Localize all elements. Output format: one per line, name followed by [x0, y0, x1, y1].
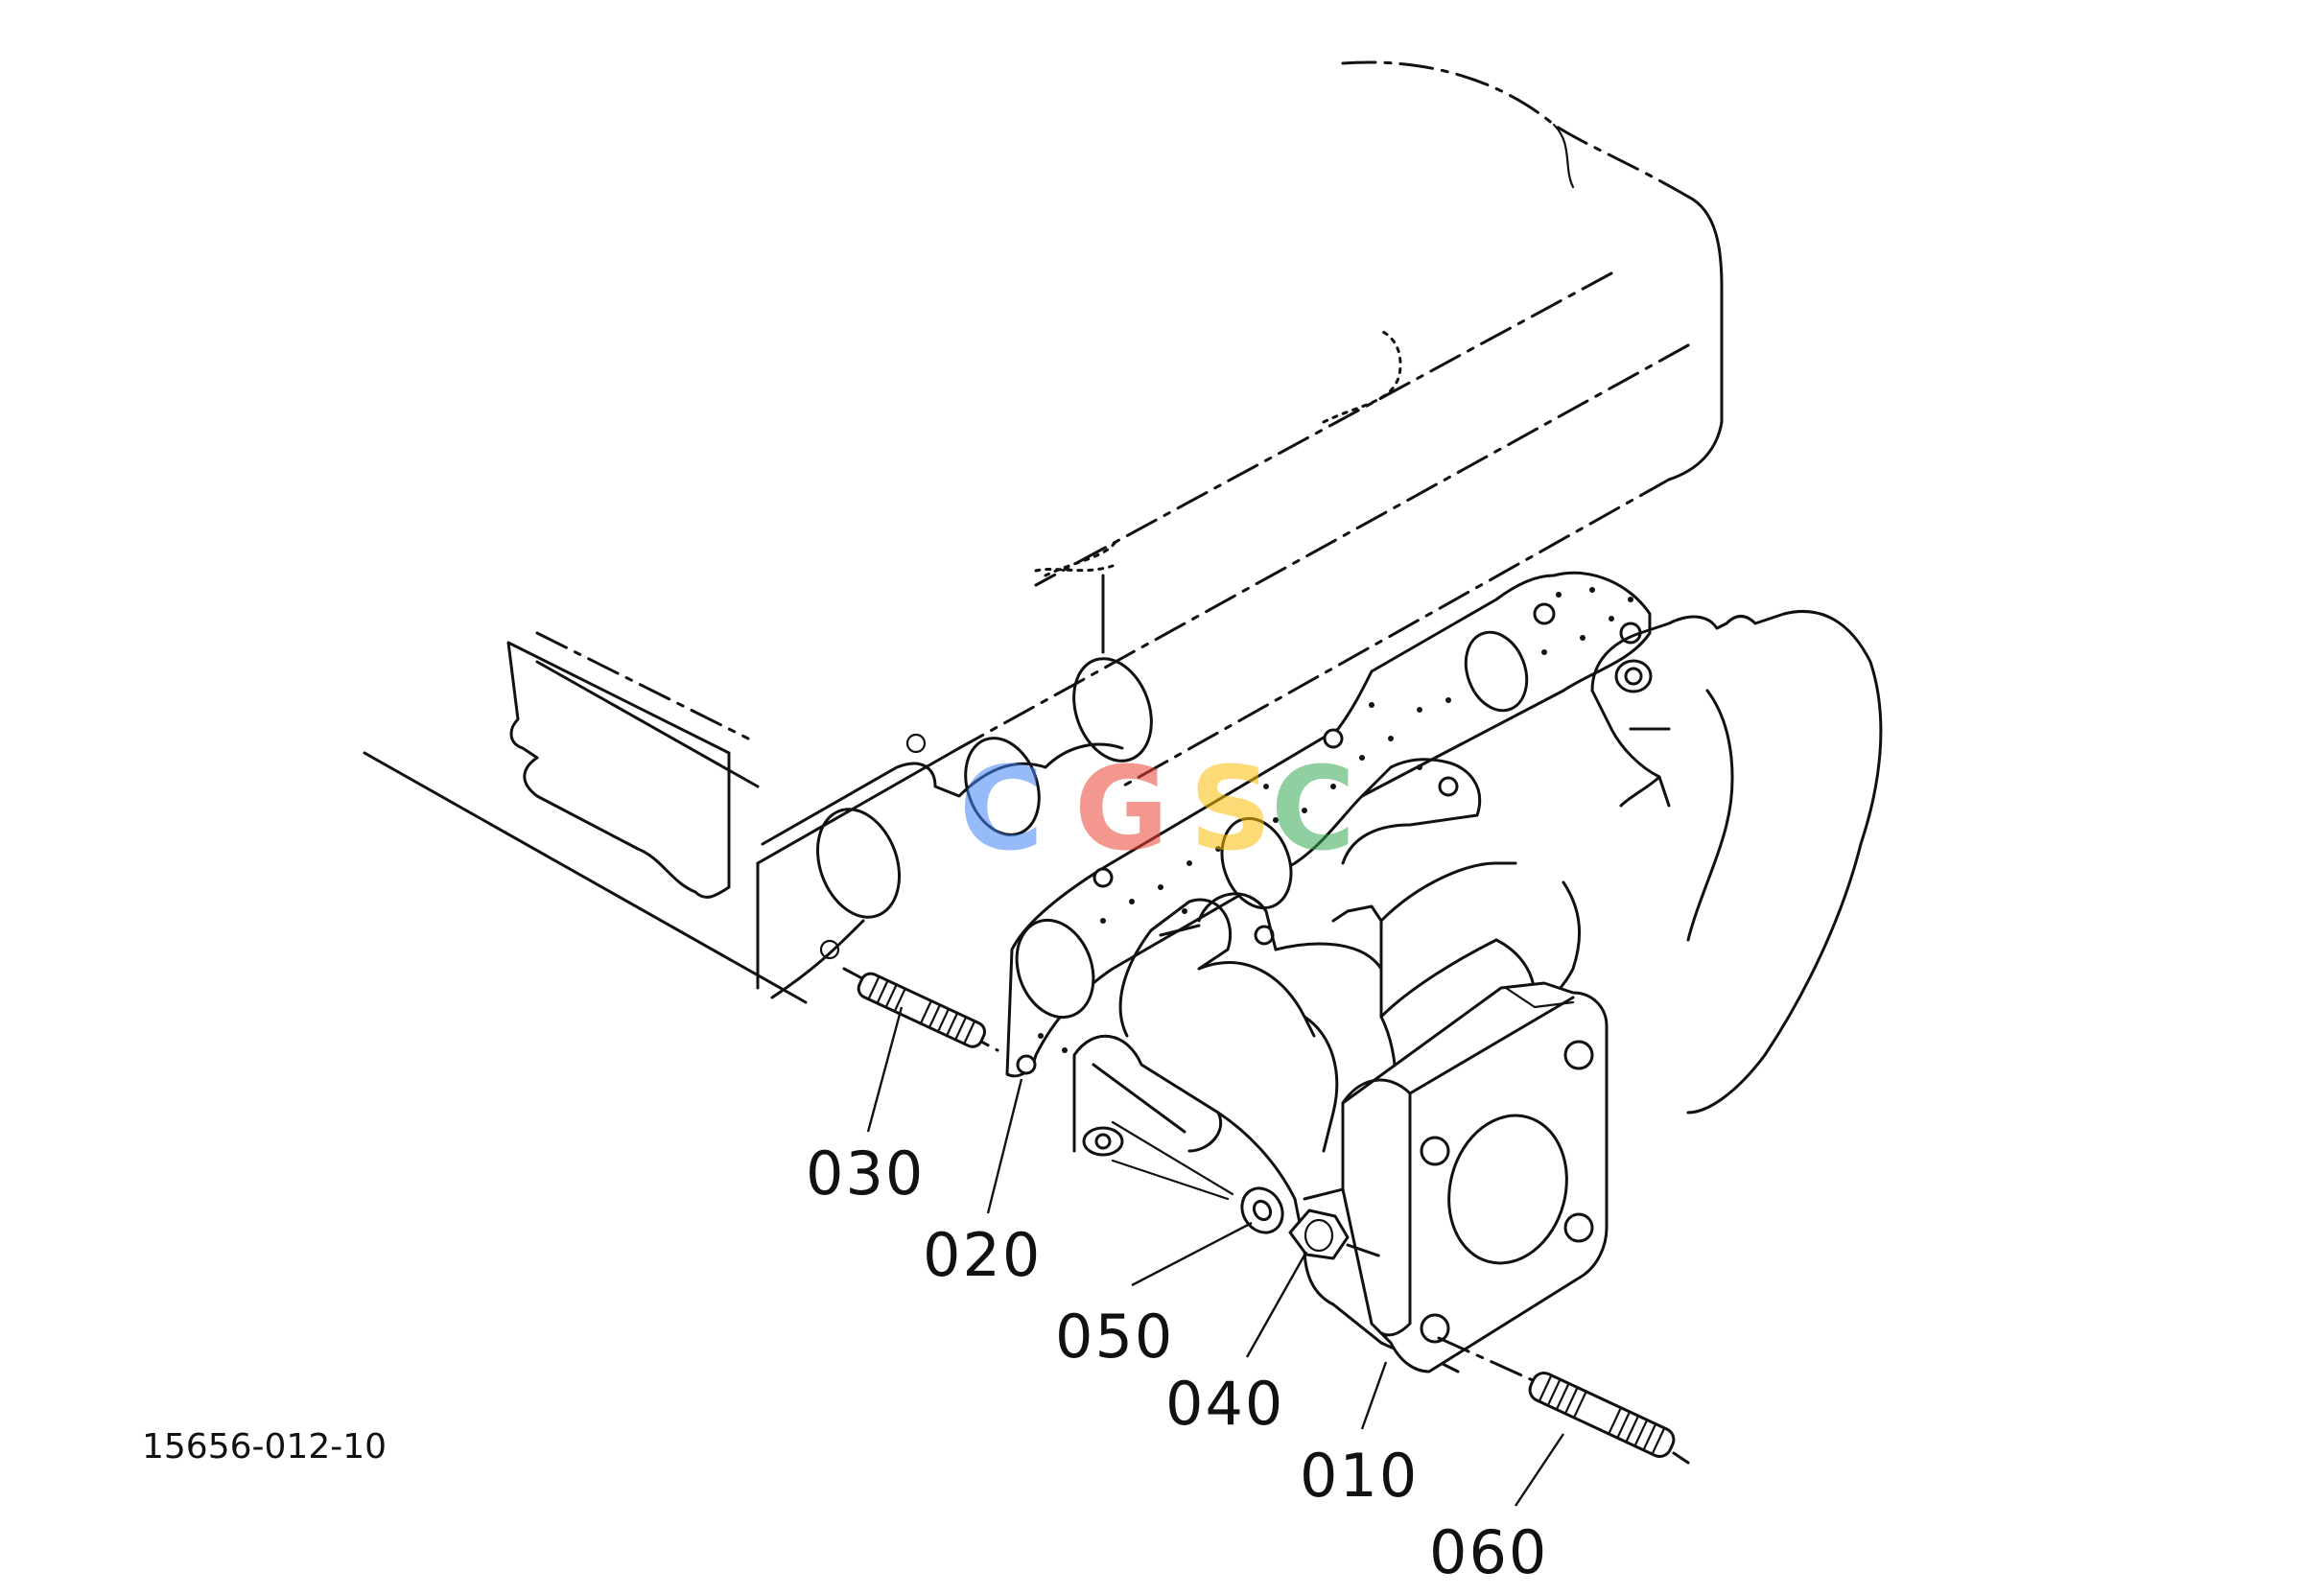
washer-050	[1111, 1120, 1284, 1234]
exhaust-manifold-010	[1072, 609, 1883, 1373]
engine-block-outline	[363, 60, 1724, 1004]
watermark-logo: C G S C	[959, 743, 1355, 877]
watermark-letter-2: G	[1074, 743, 1169, 877]
drawing-number: 15656-012-10	[142, 1427, 387, 1467]
callout-020[interactable]: 020	[923, 1220, 1042, 1290]
nut-040	[1288, 1209, 1383, 1260]
callout-030[interactable]: 030	[806, 1138, 925, 1209]
leader-010	[1360, 1361, 1388, 1430]
leader-060	[1515, 1433, 1564, 1507]
leader-lines	[866, 1006, 1564, 1507]
leader-030	[866, 1006, 904, 1133]
leader-020	[986, 1078, 1023, 1214]
watermark-letter-3: S	[1189, 743, 1272, 877]
watermark-letter-4: C	[1271, 743, 1355, 877]
callout-040[interactable]: 040	[1165, 1369, 1284, 1439]
leader-040	[1245, 1251, 1308, 1358]
callouts: 030 020 050 040 010 060	[806, 1138, 1548, 1587]
callout-010[interactable]: 010	[1300, 1441, 1419, 1511]
callout-050[interactable]: 050	[1055, 1302, 1174, 1372]
callout-060[interactable]: 060	[1429, 1517, 1548, 1587]
watermark-letter-1: C	[959, 743, 1044, 877]
leader-050	[1131, 1221, 1253, 1287]
stud-030	[842, 967, 999, 1052]
gasket-020	[1005, 571, 1652, 1078]
stud-060	[1437, 1336, 1690, 1465]
